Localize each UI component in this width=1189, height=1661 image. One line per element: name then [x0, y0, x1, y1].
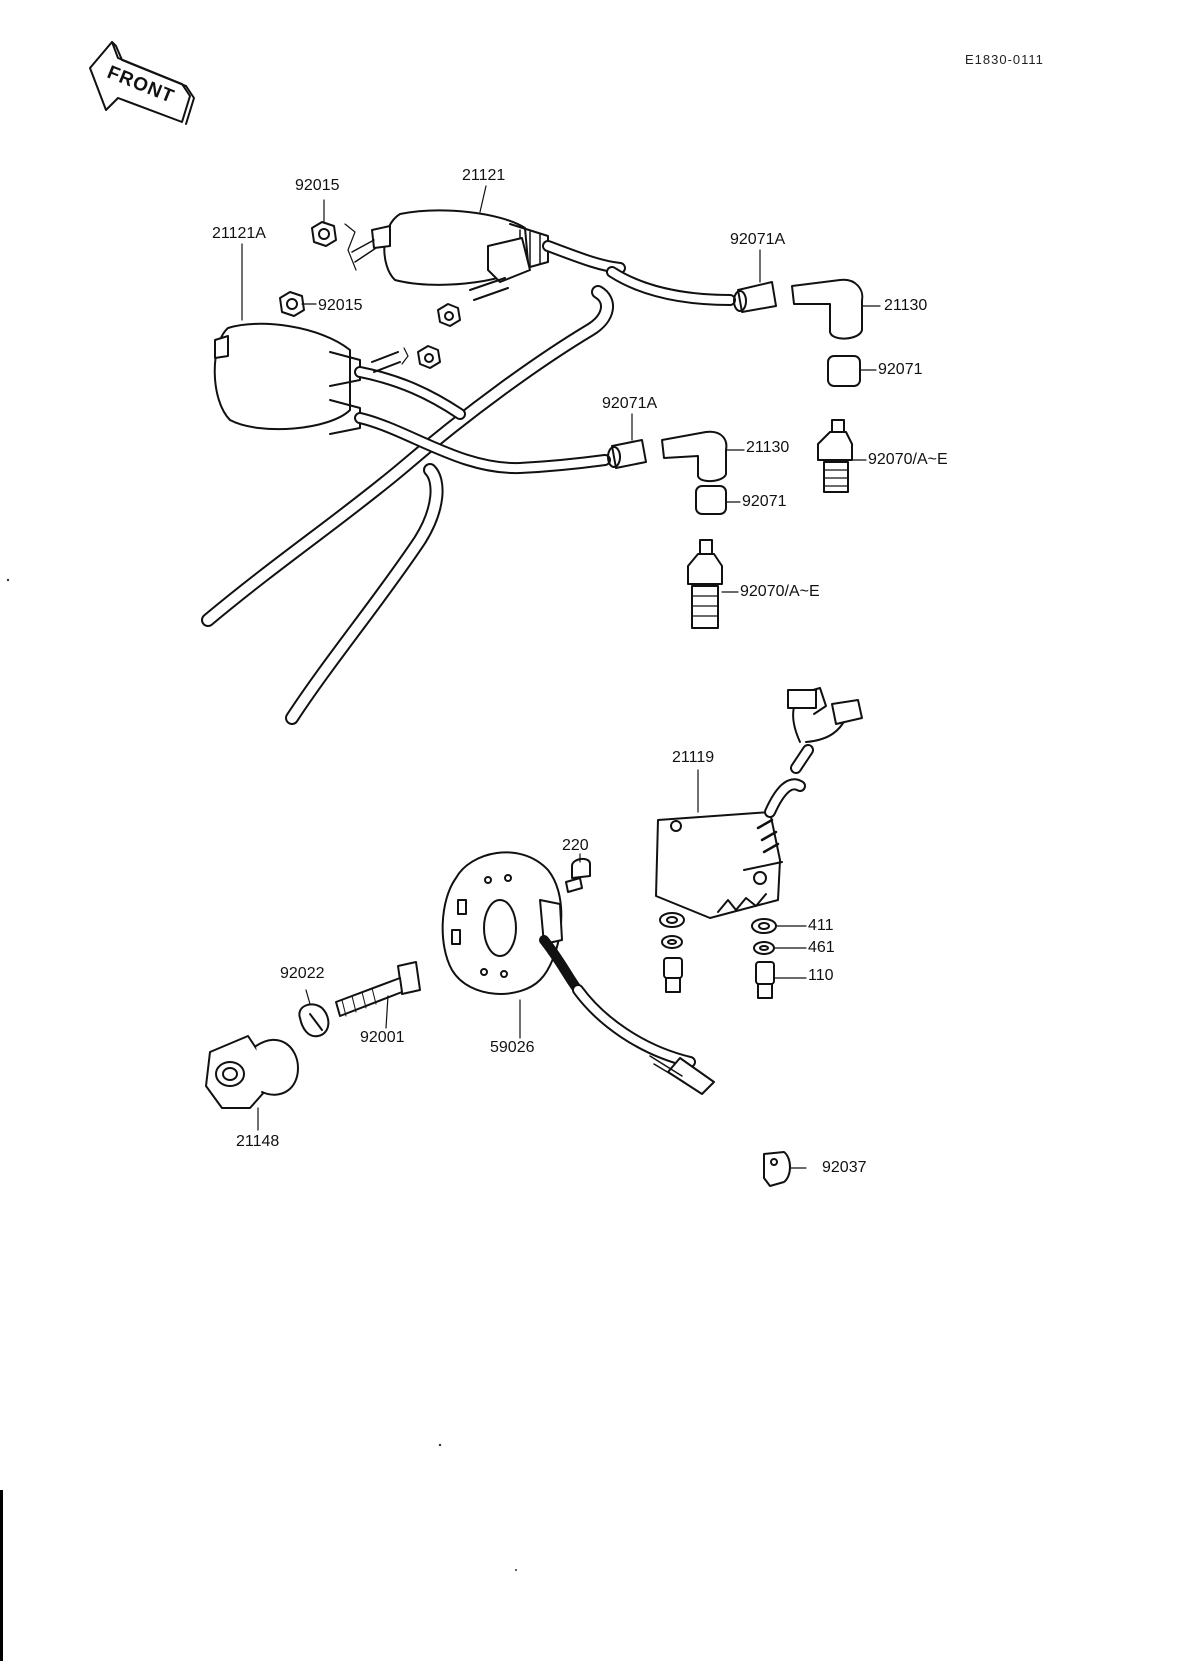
bolt-110 [755, 961, 775, 999]
part-label-461: 461 [808, 939, 835, 956]
bolt-92001 [335, 961, 421, 1017]
part-label-220: 220 [562, 837, 589, 854]
ic-igniter-21119 [655, 687, 863, 919]
washer-461 [753, 941, 775, 955]
scan-specks [6, 578, 517, 1571]
part-label-92071-top: 92071 [878, 361, 923, 378]
clamp-92037 [763, 1151, 791, 1187]
nut-small-a [437, 303, 461, 327]
plug-cap-21130-top [791, 278, 864, 340]
washer-92022 [298, 1003, 330, 1038]
part-label-21121a: 21121A [212, 225, 266, 242]
washer-411 [751, 918, 777, 934]
part-label-21148: 21148 [236, 1133, 280, 1150]
scan-edge-bar [0, 1490, 3, 1661]
timing-rotor-21148 [205, 1035, 299, 1109]
ignition-coil-top [351, 209, 736, 306]
part-label-92071a-mid: 92071A [602, 395, 658, 412]
bolt-left [663, 957, 683, 993]
part-label-21121: 21121 [462, 167, 506, 184]
part-label-59026: 59026 [490, 1039, 535, 1056]
part-label-411: 411 [808, 917, 834, 934]
nut-92015-top [311, 221, 337, 247]
part-label-92070-top: 92070/A~E [868, 451, 948, 468]
suppressor-92071a-top [733, 281, 777, 313]
part-label-21130-mid: 21130 [746, 439, 790, 456]
part-label-92070-mid: 92070/A~E [740, 583, 820, 600]
washer-left-a [659, 912, 685, 928]
spark-plug-top [817, 419, 853, 493]
part-label-92022: 92022 [280, 965, 325, 982]
part-label-92071-mid: 92071 [742, 493, 787, 510]
cap-92071-top [827, 355, 861, 387]
part-label-21130-top: 21130 [884, 297, 928, 314]
nut-92015-mid [279, 291, 305, 317]
part-label-110: 110 [808, 967, 834, 984]
ignition-coil-lower [213, 322, 611, 475]
document-code: E1830-0111 [965, 52, 1044, 67]
plug-cap-21130-mid [661, 430, 728, 482]
part-label-92071a-top: 92071A [730, 231, 786, 248]
pickup-plate-59026 [441, 851, 715, 1095]
suppressor-92071a-mid [607, 439, 647, 469]
nut-small-b [417, 345, 441, 369]
screw-220 [565, 858, 591, 893]
part-label-92001: 92001 [360, 1029, 405, 1046]
part-label-92037: 92037 [822, 1159, 867, 1176]
cap-92071-mid [695, 485, 727, 515]
front-arrow-icon [89, 41, 195, 125]
part-label-92015-top: 92015 [295, 177, 340, 194]
spark-plug-mid [687, 539, 723, 629]
part-label-21119: 21119 [672, 749, 715, 766]
washer-left-b [661, 935, 683, 949]
part-label-92015-mid: 92015 [318, 297, 363, 314]
